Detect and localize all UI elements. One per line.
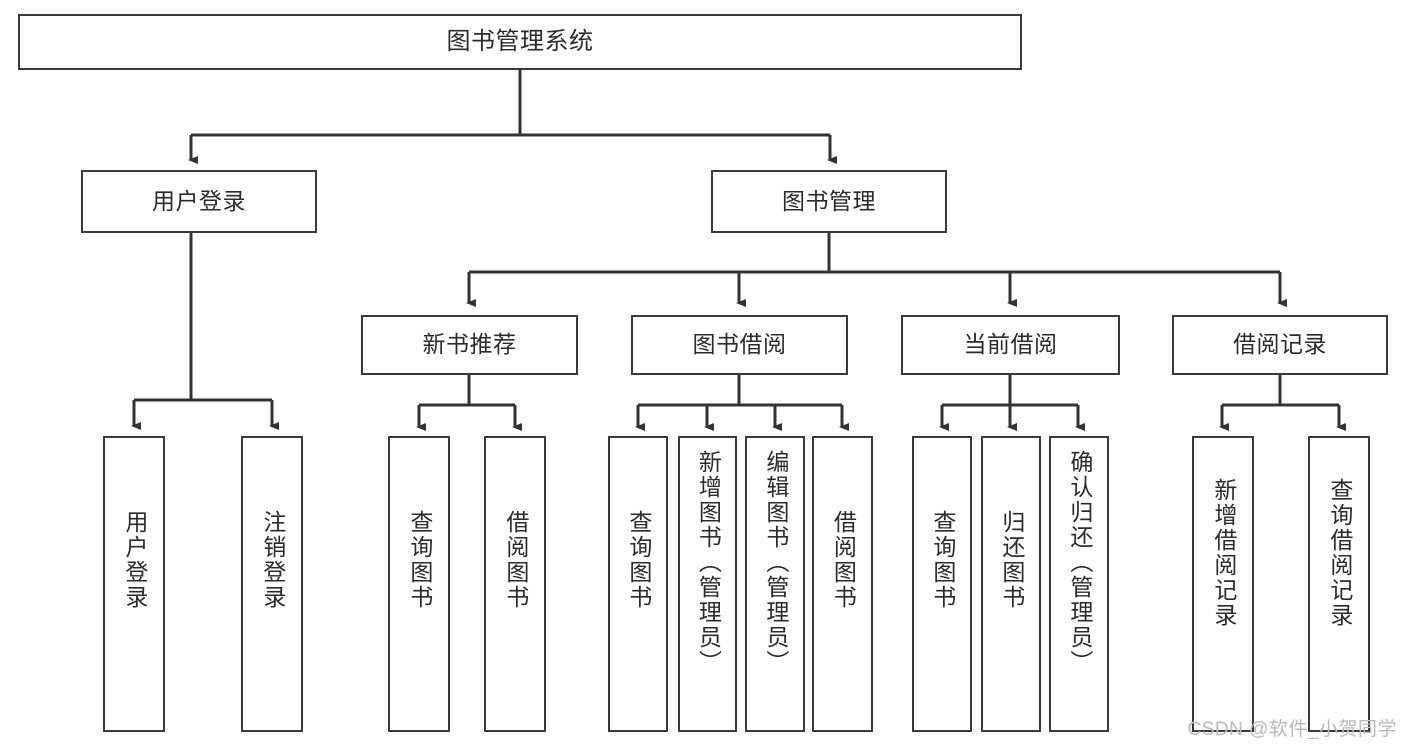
node-label: 当前借阅 (963, 331, 1058, 358)
node-book-borrow[interactable]: 图书借阅 (631, 315, 848, 375)
node-current-borrow[interactable]: 当前借阅 (901, 315, 1120, 375)
node-label: 确认归还（管理员） (1066, 450, 1093, 675)
node-label: 新增借阅记录 (1210, 478, 1237, 628)
node-leaf-user-login[interactable]: 用户登录 (103, 436, 165, 732)
node-new-book-recommend[interactable]: 新书推荐 (361, 315, 578, 375)
node-user-login[interactable]: 用户登录 (81, 170, 317, 233)
node-label: 查询图书 (406, 510, 433, 610)
node-label: 查询图书 (625, 510, 652, 610)
node-leaf-confirm-return-admin[interactable]: 确认归还（管理员） (1049, 436, 1109, 732)
node-leaf-return-book[interactable]: 归还图书 (981, 436, 1041, 732)
node-leaf-add-borrow-record[interactable]: 新增借阅记录 (1192, 436, 1254, 732)
node-leaf-query-book-borrow[interactable]: 查询图书 (608, 436, 668, 732)
node-label: 编辑图书（管理员） (762, 450, 789, 675)
node-borrow-record[interactable]: 借阅记录 (1172, 315, 1388, 375)
node-label: 借阅记录 (1233, 331, 1327, 358)
node-label: 用户登录 (121, 510, 148, 610)
node-leaf-add-book-admin[interactable]: 新增图书（管理员） (678, 436, 737, 732)
node-leaf-query-book-rec[interactable]: 查询图书 (388, 436, 450, 732)
csdn-watermark: CSDN @软件_小贺同学 (1187, 719, 1397, 740)
node-root-system[interactable]: 图书管理系统 (18, 14, 1022, 70)
node-label: 图书管理 (782, 187, 876, 214)
node-label: 图书管理系统 (446, 27, 594, 55)
node-label: 借阅图书 (830, 510, 857, 610)
node-label: 注销登录 (259, 510, 286, 610)
node-label: 新书推荐 (422, 331, 517, 358)
node-label: 新增图书（管理员） (695, 450, 722, 675)
node-leaf-query-borrow-record[interactable]: 查询借阅记录 (1308, 436, 1370, 732)
node-leaf-borrow-book-rec[interactable]: 借阅图书 (484, 436, 546, 732)
node-label: 查询图书 (929, 510, 956, 610)
node-leaf-query-book-current[interactable]: 查询图书 (912, 436, 972, 732)
node-book-manage[interactable]: 图书管理 (711, 170, 947, 233)
node-label: 归还图书 (998, 510, 1025, 610)
node-leaf-borrow-book[interactable]: 借阅图书 (812, 436, 873, 732)
node-label: 借阅图书 (502, 510, 529, 610)
node-label: 查询借阅记录 (1326, 478, 1353, 628)
node-label: 用户登录 (152, 187, 246, 214)
node-leaf-logout[interactable]: 注销登录 (241, 436, 303, 732)
node-label: 图书借阅 (692, 331, 787, 358)
node-leaf-edit-book-admin[interactable]: 编辑图书（管理员） (745, 436, 805, 732)
